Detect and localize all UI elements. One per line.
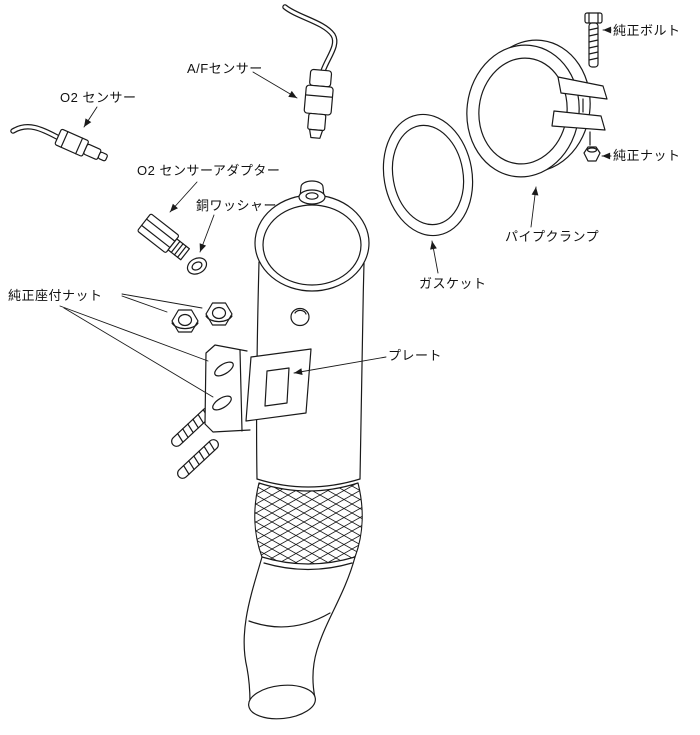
gasket bbox=[382, 113, 474, 237]
stud-bolts bbox=[171, 407, 219, 479]
outlet-left-edge bbox=[243, 556, 263, 704]
af-sensor bbox=[282, 4, 338, 139]
flange-inner bbox=[262, 204, 362, 286]
leader-copper-washer bbox=[199, 214, 215, 253]
label-copper-washer: 銅ワッシャー bbox=[196, 198, 278, 213]
bracket-slot-2 bbox=[212, 395, 232, 411]
label-oem-nut: 純正ナット bbox=[613, 148, 681, 163]
braid-bottom-band bbox=[263, 562, 353, 571]
outlet-pipe bbox=[243, 556, 356, 720]
oem-nut bbox=[583, 146, 601, 162]
label-gasket: ガスケット bbox=[419, 276, 487, 291]
label-oem-bolt: 純正ボルト bbox=[613, 23, 681, 38]
outlet-bend-line bbox=[248, 612, 331, 628]
clamp-lug-upper bbox=[557, 76, 608, 100]
outlet-mouth bbox=[248, 684, 316, 720]
pipe-right-edge bbox=[359, 262, 365, 480]
copper-washer bbox=[186, 257, 208, 275]
leader-seat-nut-axis-2 bbox=[63, 307, 214, 398]
downpipe-body bbox=[254, 180, 370, 488]
leader-seat-nut-axis-1 bbox=[59, 305, 209, 362]
o2-sensor-adapter bbox=[137, 213, 190, 261]
leader-o2-sensor bbox=[83, 106, 98, 128]
plate bbox=[245, 348, 312, 422]
label-oem-seat-nut: 純正座付ナット bbox=[8, 288, 103, 303]
leader-lines bbox=[59, 26, 612, 398]
label-pipe-clamp: パイプクランプ bbox=[505, 229, 600, 244]
bracket-slot-1 bbox=[214, 361, 234, 377]
leader-plate bbox=[293, 356, 387, 375]
flex-braid-section bbox=[254, 482, 363, 571]
seat-nut-2 bbox=[205, 302, 233, 326]
mount-bracket bbox=[204, 344, 251, 433]
stud-bolt-2 bbox=[177, 439, 219, 479]
leader-pipe-clamp bbox=[530, 186, 539, 228]
leader-af-sensor bbox=[252, 71, 298, 99]
label-o2-sensor-adapter: O2 センサーアダプター bbox=[137, 163, 281, 178]
leader-seat-nut-2 bbox=[121, 293, 203, 309]
label-o2-sensor: O2 センサー bbox=[60, 90, 137, 105]
label-plate: プレート bbox=[388, 348, 443, 363]
outlet-right-edge bbox=[312, 556, 356, 699]
leader-gasket bbox=[430, 240, 439, 274]
pipe-clamp bbox=[466, 39, 608, 178]
o2-sensor bbox=[10, 124, 108, 162]
seat-nuts bbox=[171, 302, 233, 333]
clamp-lug-lower bbox=[551, 110, 606, 131]
leader-o2-adapter bbox=[169, 181, 198, 213]
o2-port bbox=[290, 307, 310, 327]
label-af-sensor: A/Fセンサー bbox=[187, 61, 263, 76]
seat-nut-1 bbox=[171, 309, 199, 333]
oem-bolt bbox=[584, 12, 603, 68]
af-sensor-bung bbox=[298, 180, 326, 205]
pipe-bottom-arc bbox=[256, 478, 361, 488]
leader-seat-nut-1 bbox=[121, 295, 168, 313]
